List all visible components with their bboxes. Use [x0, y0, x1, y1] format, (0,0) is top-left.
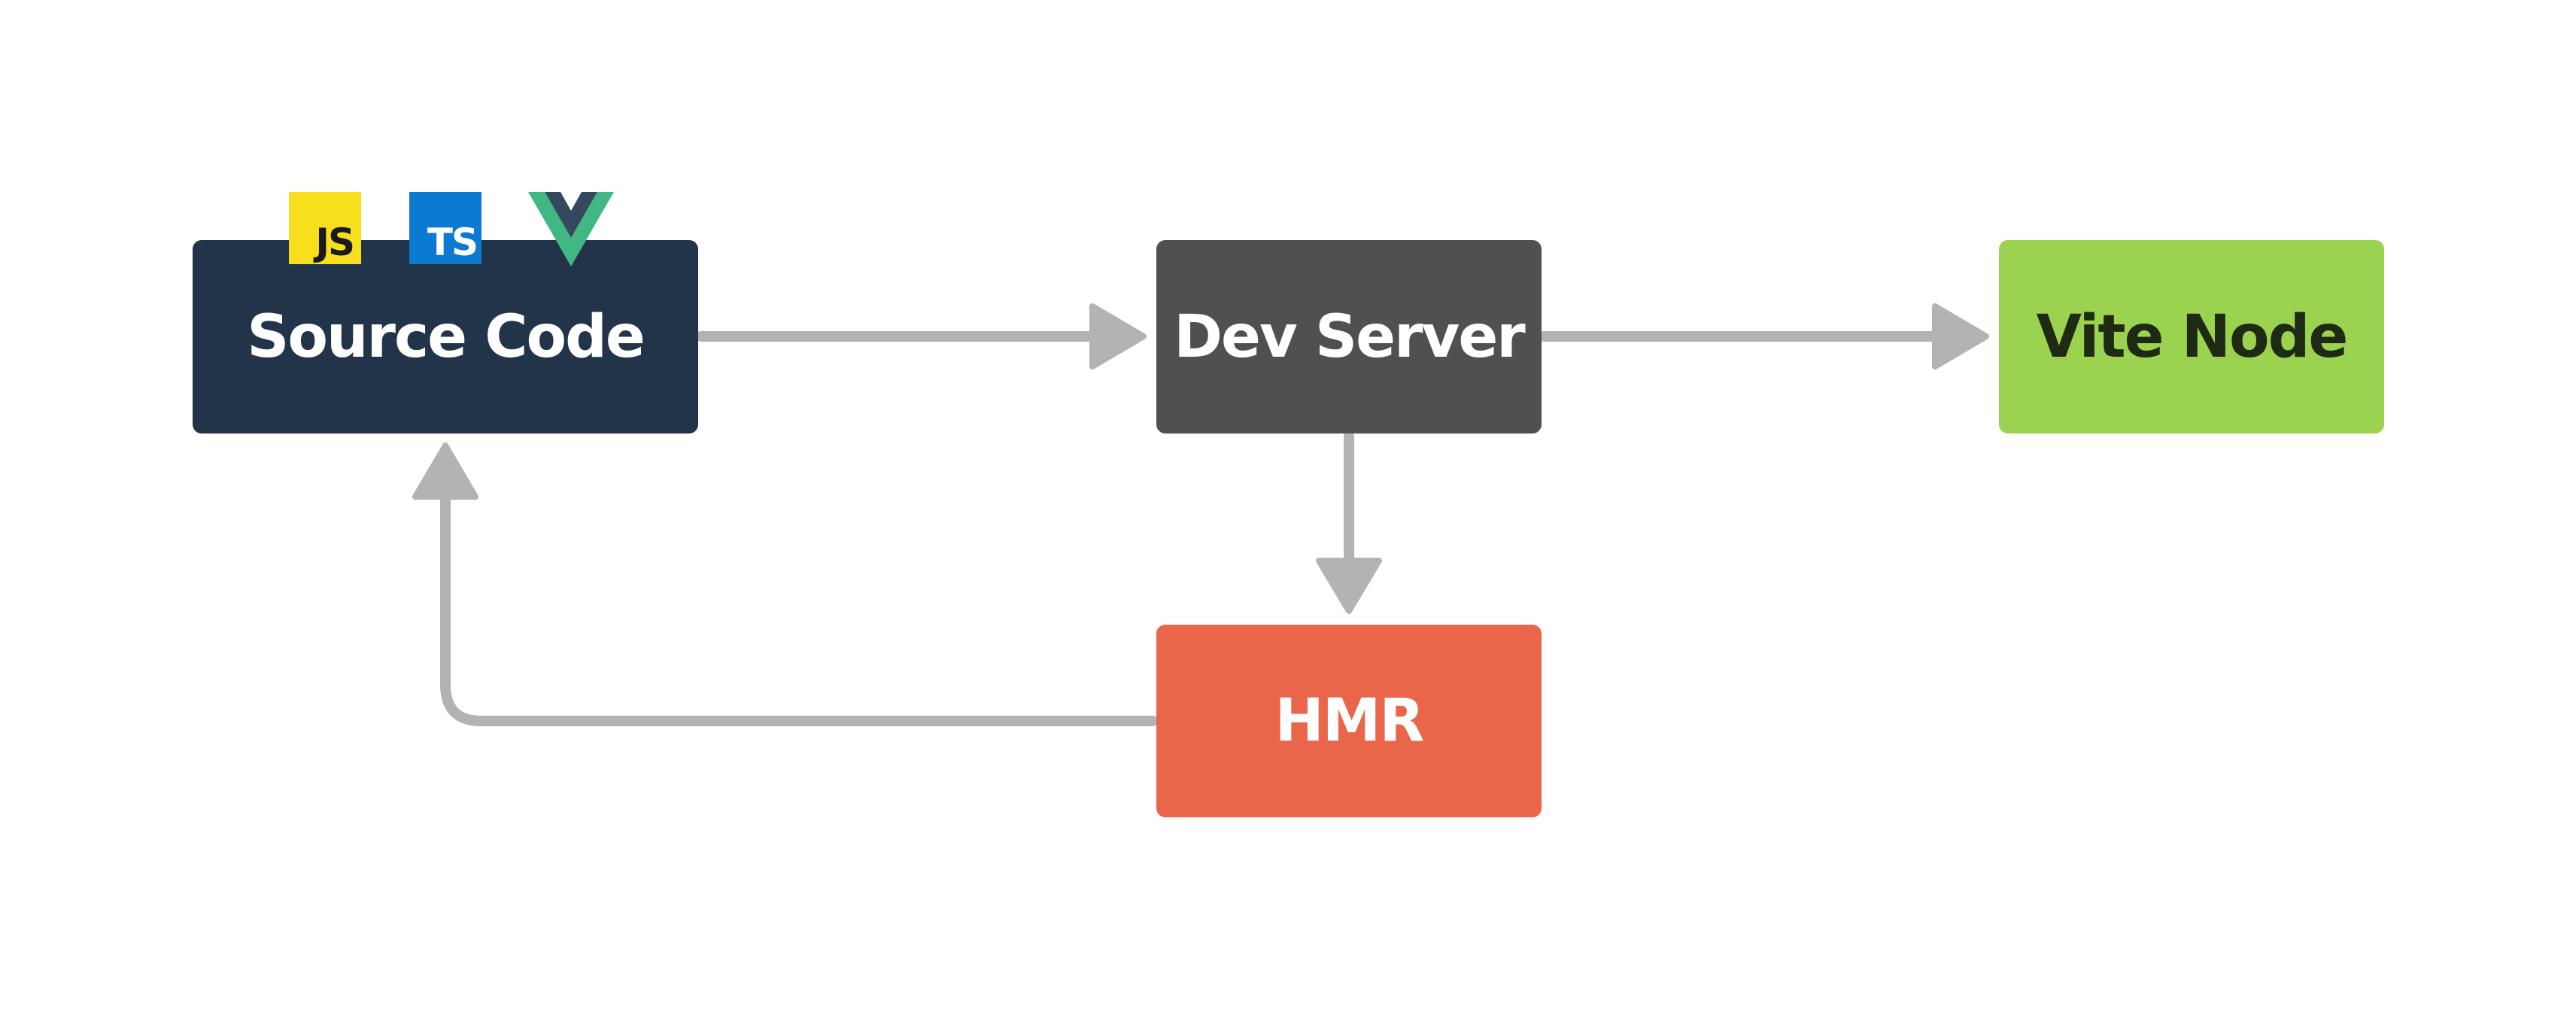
vue-logo-icon: [528, 192, 614, 266]
hmr-label: HMR: [1274, 687, 1425, 755]
dev-server-label: Dev Server: [1174, 303, 1525, 371]
arrowhead-dev-server: [1089, 303, 1147, 370]
typescript-logo-text: TS: [427, 221, 478, 264]
edge-hmr-to-source: [440, 491, 1158, 726]
arrowhead-hmr: [1316, 558, 1382, 614]
typescript-logo-icon: TS: [409, 192, 481, 264]
arrowhead-source-code: [412, 443, 478, 500]
vue-logo-inner: [545, 192, 597, 238]
javascript-logo-icon: JS: [289, 192, 361, 264]
vite-node-label: Vite Node: [2036, 303, 2349, 371]
javascript-logo-text: JS: [315, 221, 355, 264]
source-code-node: Source Code: [193, 240, 698, 434]
hmr-node: HMR: [1156, 625, 1542, 817]
vue-logo-outer: [528, 192, 614, 266]
vite-node-node: Vite Node: [1999, 240, 2384, 434]
dev-server-node: Dev Server: [1156, 240, 1542, 434]
source-code-label: Source Code: [247, 303, 646, 371]
arrowhead-vite-node: [1932, 303, 1989, 370]
